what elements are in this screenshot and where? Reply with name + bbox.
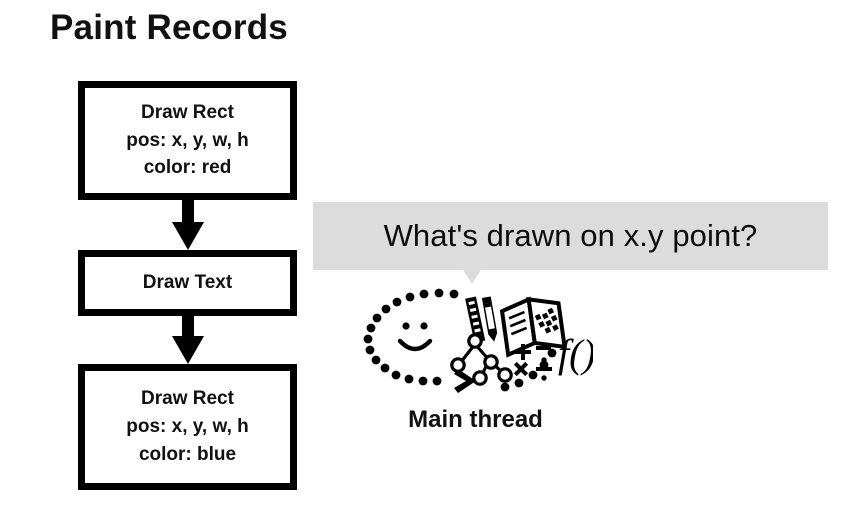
open-book-icon: [499, 296, 567, 358]
page-title: Paint Records: [50, 8, 288, 47]
tree-graph-icon: [450, 333, 513, 386]
arrow-head: [172, 222, 204, 250]
record-line-pos: pos: x, y, w, h: [126, 416, 249, 438]
question-text: What's drawn on x.y point?: [383, 218, 758, 253]
paint-record-box-draw-rect-blue: Draw Rect pos: x, y, w, h color: blue: [78, 364, 297, 490]
record-line-pos: pos: x, y, w, h: [126, 129, 249, 151]
speech-bubble-tail: [463, 270, 481, 284]
math-operators-icon: [513, 344, 552, 381]
record-line-title: Draw Text: [142, 272, 233, 294]
flow-arrow-down-2: [172, 316, 204, 364]
smiley-face-icon: [397, 322, 433, 352]
chin-chevron-icon: [454, 369, 476, 393]
record-line-color: color: red: [143, 157, 232, 179]
function-notation-icon: f(): [558, 331, 593, 376]
ruler-icon: [465, 296, 486, 343]
question-speech-bubble: What's drawn on x.y point?: [313, 202, 828, 270]
arrow-shaft: [182, 200, 194, 222]
paint-record-box-draw-rect-red: Draw Rect pos: x, y, w, h color: red: [78, 81, 297, 200]
paint-record-box-draw-text: Draw Text: [78, 250, 297, 316]
record-line-title: Draw Rect: [141, 388, 234, 410]
main-thread-label: Main thread: [408, 406, 543, 433]
arrow-head: [172, 336, 204, 364]
thinker-illustration: f(): [358, 283, 593, 395]
record-line-title: Draw Rect: [141, 101, 234, 123]
record-line-color: color: blue: [138, 443, 237, 465]
flow-arrow-down-1: [172, 200, 204, 250]
arrow-shaft: [182, 316, 194, 336]
pencil-icon: [481, 296, 498, 342]
dotted-head-icon: [363, 288, 557, 392]
